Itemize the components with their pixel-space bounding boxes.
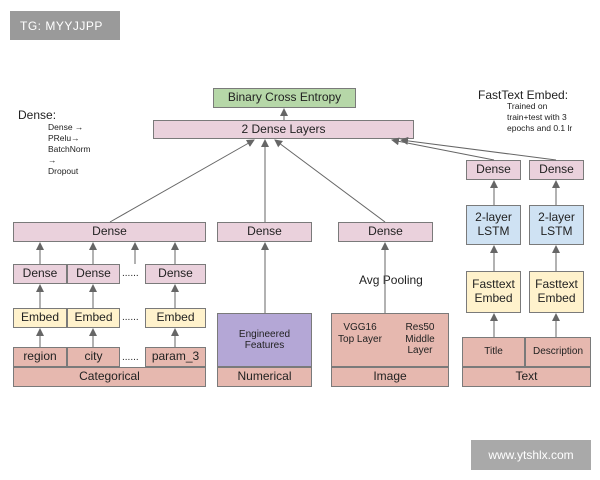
lstm-node: 2-layer LSTM — [529, 205, 584, 245]
dense-note-line: Dense → — [48, 122, 84, 132]
input-label: param_3 — [151, 349, 200, 364]
categorical-group-label: Categorical — [13, 367, 206, 387]
fasttext-note-line: epochs and 0.1 lr — [507, 123, 573, 134]
sub-dense-label: Dense — [22, 266, 58, 281]
lstm-label: 2-layer LSTM — [538, 210, 575, 238]
top-dense-label: 2 Dense Layers — [241, 121, 326, 136]
text-dense-node: Dense — [529, 160, 584, 180]
output-label: Binary Cross Entropy — [227, 90, 342, 105]
arrow-img-to-top — [274, 139, 386, 223]
arrow-text1-to-top — [391, 137, 495, 161]
categorical-embed-node: Embed — [67, 308, 120, 328]
watermark-tag: TG: MYYJJPP — [10, 11, 120, 40]
dense-note-line: BatchNorm — [48, 144, 91, 155]
description-input-node: Description — [525, 337, 591, 367]
text-group-label: Text — [462, 367, 591, 387]
image-dense-label: Dense — [368, 224, 403, 239]
fasttext-note-line: Trained on — [507, 101, 548, 111]
two-dense-layers-node: 2 Dense Layers — [153, 120, 414, 139]
image-inputs-group: VGG16 Top Layer Res50 Middle Layer — [331, 313, 449, 367]
avg-pooling-label: Avg Pooling — [359, 273, 423, 287]
fasttext-note-line: train+test with 3 — [507, 112, 567, 123]
dense-note-line: → — [48, 155, 57, 166]
categorical-dense-label: Dense — [92, 224, 127, 239]
embed-label: Embed — [156, 310, 195, 325]
input-label: city — [84, 349, 103, 364]
input-label: region — [23, 349, 57, 364]
res50-label: Res50 Middle Layer — [405, 322, 435, 356]
input-label: Title — [484, 346, 503, 358]
arrow-text2-to-top — [400, 136, 557, 161]
fasttext-note-title: FastText Embed: — [478, 88, 569, 102]
numerical-dense-node: Dense — [217, 222, 312, 242]
categorical-input-node: param_3 — [145, 347, 206, 367]
dense-note-title: Dense: — [18, 108, 57, 122]
watermark-site: www.ytshlx.com — [471, 440, 591, 470]
numerical-group-label: Numerical — [217, 367, 312, 387]
fasttext-embed-node: Fasttext Embed — [466, 271, 521, 313]
group-label: Categorical — [79, 369, 140, 384]
categorical-dense-node: Dense — [13, 222, 206, 242]
title-input-node: Title — [462, 337, 525, 367]
text-dense-label: Dense — [476, 162, 511, 177]
dense-note-line: Dropout — [48, 166, 79, 177]
group-label: Numerical — [237, 369, 292, 384]
categorical-embed-node: Embed — [13, 308, 67, 328]
input-label: Description — [532, 346, 584, 358]
features-label: Engineered Features — [238, 328, 291, 352]
categorical-embed-node: Embed — [145, 308, 206, 328]
categorical-sub-dense-node: Dense — [13, 264, 67, 284]
embed-label: Embed — [20, 310, 60, 325]
categorical-input-node: region — [13, 347, 67, 367]
dense-note-body: Dense → PRelu→ BatchNorm → Dropout — [48, 122, 91, 177]
ellipsis: ...... — [122, 268, 139, 279]
text-dense-node: Dense — [466, 160, 521, 180]
ellipsis: ...... — [122, 352, 139, 363]
categorical-sub-dense-node: Dense — [145, 264, 206, 284]
fasttext-label: Fasttext Embed — [535, 277, 578, 305]
numerical-dense-label: Dense — [247, 224, 282, 239]
dense-note-line: PRelu→ — [48, 133, 80, 144]
image-dense-node: Dense — [338, 222, 433, 242]
sub-dense-label: Dense — [158, 266, 193, 281]
binary-cross-entropy-node: Binary Cross Entropy — [213, 88, 356, 108]
lstm-label: 2-layer LSTM — [475, 210, 512, 238]
categorical-input-node: city — [67, 347, 120, 367]
arrow-cat-to-top — [109, 139, 255, 223]
engineered-features-node: Engineered Features — [217, 313, 312, 367]
lstm-node: 2-layer LSTM — [466, 205, 521, 245]
vgg16-label: VGG16 Top Layer — [338, 322, 382, 345]
fasttext-embed-node: Fasttext Embed — [529, 271, 584, 313]
fasttext-note-body: Trained on train+test with 3 epochs and … — [507, 101, 572, 134]
sub-dense-label: Dense — [76, 266, 111, 281]
image-group-label: Image — [331, 367, 449, 387]
text-dense-label: Dense — [539, 162, 574, 177]
categorical-sub-dense-node: Dense — [67, 264, 120, 284]
fasttext-label: Fasttext Embed — [472, 277, 515, 305]
ellipsis: ...... — [122, 312, 139, 323]
group-label: Image — [373, 369, 407, 384]
group-label: Text — [515, 369, 538, 384]
embed-label: Embed — [74, 310, 113, 325]
